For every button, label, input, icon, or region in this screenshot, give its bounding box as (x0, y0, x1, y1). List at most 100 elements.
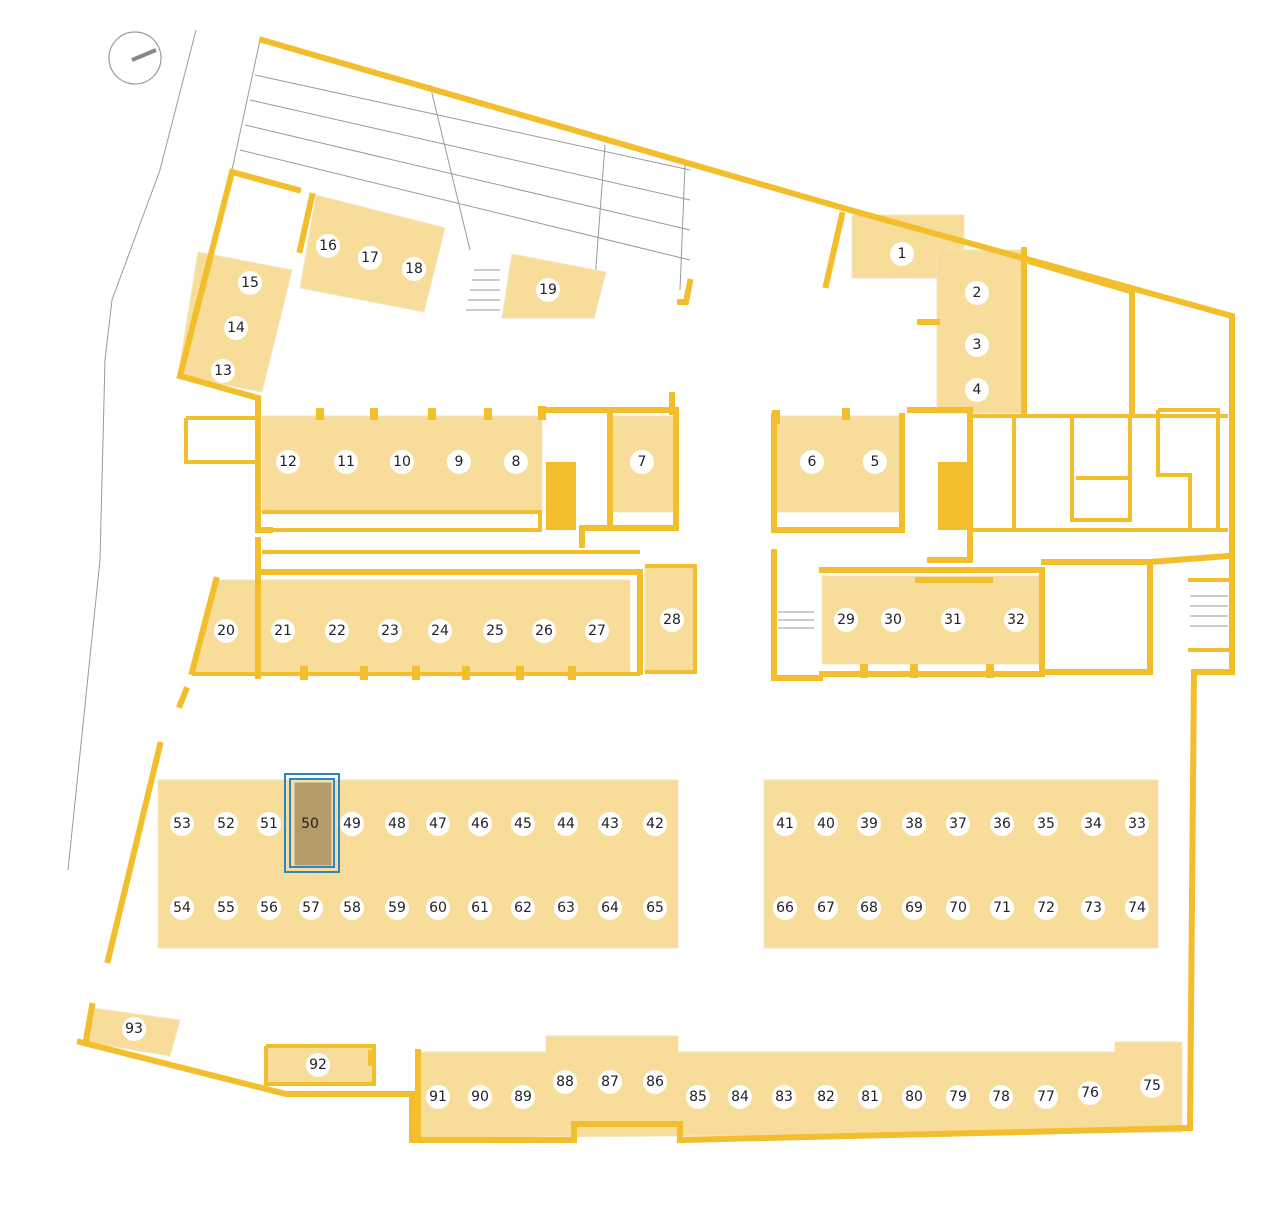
parking-space-90[interactable]: 90 (468, 1085, 492, 1109)
parking-space-59[interactable]: 59 (385, 896, 409, 920)
parking-space-48[interactable]: 48 (385, 812, 409, 836)
parking-space-2[interactable]: 2 (965, 281, 989, 305)
parking-space-64[interactable]: 64 (598, 896, 622, 920)
parking-space-77[interactable]: 77 (1034, 1085, 1058, 1109)
parking-space-9[interactable]: 9 (447, 450, 471, 474)
parking-space-92[interactable]: 92 (306, 1053, 330, 1077)
parking-space-26[interactable]: 26 (532, 619, 556, 643)
parking-space-16[interactable]: 16 (316, 234, 340, 258)
parking-space-86[interactable]: 86 (643, 1070, 667, 1094)
parking-space-49[interactable]: 49 (340, 812, 364, 836)
parking-space-78[interactable]: 78 (989, 1085, 1013, 1109)
parking-space-84[interactable]: 84 (728, 1085, 752, 1109)
parking-space-28[interactable]: 28 (660, 608, 684, 632)
parking-space-29[interactable]: 29 (834, 608, 858, 632)
parking-space-66[interactable]: 66 (773, 896, 797, 920)
parking-space-73[interactable]: 73 (1081, 896, 1105, 920)
parking-space-87[interactable]: 87 (598, 1070, 622, 1094)
parking-space-4[interactable]: 4 (965, 378, 989, 402)
parking-space-51[interactable]: 51 (257, 812, 281, 836)
parking-space-75[interactable]: 75 (1140, 1074, 1164, 1098)
parking-space-25[interactable]: 25 (483, 619, 507, 643)
parking-space-6[interactable]: 6 (800, 450, 824, 474)
parking-space-72[interactable]: 72 (1034, 896, 1058, 920)
parking-space-18[interactable]: 18 (402, 257, 426, 281)
parking-space-10[interactable]: 10 (390, 450, 414, 474)
parking-space-11[interactable]: 11 (334, 450, 358, 474)
parking-space-40[interactable]: 40 (814, 812, 838, 836)
parking-space-7[interactable]: 7 (630, 450, 654, 474)
parking-space-83[interactable]: 83 (772, 1085, 796, 1109)
parking-space-27[interactable]: 27 (585, 619, 609, 643)
parking-space-71[interactable]: 71 (990, 896, 1014, 920)
parking-space-38[interactable]: 38 (902, 812, 926, 836)
parking-space-13[interactable]: 13 (211, 359, 235, 383)
parking-space-32[interactable]: 32 (1004, 608, 1028, 632)
parking-space-93[interactable]: 93 (122, 1017, 146, 1041)
parking-space-63[interactable]: 63 (554, 896, 578, 920)
parking-space-42[interactable]: 42 (643, 812, 667, 836)
parking-space-21[interactable]: 21 (271, 619, 295, 643)
parking-space-79[interactable]: 79 (946, 1085, 970, 1109)
parking-space-45[interactable]: 45 (511, 812, 535, 836)
parking-space-30[interactable]: 30 (881, 608, 905, 632)
parking-space-62[interactable]: 62 (511, 896, 535, 920)
parking-space-56[interactable]: 56 (257, 896, 281, 920)
parking-space-60[interactable]: 60 (426, 896, 450, 920)
parking-space-85[interactable]: 85 (686, 1085, 710, 1109)
parking-space-5[interactable]: 5 (863, 450, 887, 474)
parking-space-69[interactable]: 69 (902, 896, 926, 920)
space-number-disc (1004, 608, 1028, 632)
parking-space-20[interactable]: 20 (214, 619, 238, 643)
parking-space-82[interactable]: 82 (814, 1085, 838, 1109)
parking-space-41[interactable]: 41 (773, 812, 797, 836)
parking-space-43[interactable]: 43 (598, 812, 622, 836)
parking-space-76[interactable]: 76 (1078, 1081, 1102, 1105)
parking-space-14[interactable]: 14 (224, 316, 248, 340)
space-number: 10 (393, 454, 411, 470)
parking-space-31[interactable]: 31 (941, 608, 965, 632)
space-number: 45 (514, 816, 532, 832)
space-number-disc (1081, 896, 1105, 920)
parking-space-55[interactable]: 55 (214, 896, 238, 920)
parking-space-67[interactable]: 67 (814, 896, 838, 920)
parking-space-47[interactable]: 47 (426, 812, 450, 836)
parking-space-54[interactable]: 54 (170, 896, 194, 920)
parking-space-65[interactable]: 65 (643, 896, 667, 920)
parking-space-68[interactable]: 68 (857, 896, 881, 920)
parking-space-91[interactable]: 91 (426, 1085, 450, 1109)
parking-space-58[interactable]: 58 (340, 896, 364, 920)
parking-space-44[interactable]: 44 (554, 812, 578, 836)
parking-space-80[interactable]: 80 (902, 1085, 926, 1109)
parking-space-89[interactable]: 89 (511, 1085, 535, 1109)
parking-space-88[interactable]: 88 (553, 1070, 577, 1094)
parking-space-37[interactable]: 37 (946, 812, 970, 836)
parking-space-23[interactable]: 23 (378, 619, 402, 643)
parking-space-12[interactable]: 12 (276, 450, 300, 474)
parking-space-57[interactable]: 57 (299, 896, 323, 920)
parking-space-34[interactable]: 34 (1081, 812, 1105, 836)
parking-space-61[interactable]: 61 (468, 896, 492, 920)
parking-space-39[interactable]: 39 (857, 812, 881, 836)
parking-space-70[interactable]: 70 (946, 896, 970, 920)
parking-space-15[interactable]: 15 (238, 271, 262, 295)
parking-space-35[interactable]: 35 (1034, 812, 1058, 836)
space-number-disc (814, 1085, 838, 1109)
parking-space-3[interactable]: 3 (965, 333, 989, 357)
space-number-disc (257, 812, 281, 836)
parking-space-74[interactable]: 74 (1125, 896, 1149, 920)
parking-space-19[interactable]: 19 (536, 278, 560, 302)
parking-space-22[interactable]: 22 (325, 619, 349, 643)
parking-space-8[interactable]: 8 (504, 450, 528, 474)
parking-space-1[interactable]: 1 (890, 242, 914, 266)
parking-space-33[interactable]: 33 (1125, 812, 1149, 836)
parking-space-52[interactable]: 52 (214, 812, 238, 836)
parking-space-50[interactable]: 50 (301, 816, 319, 832)
parking-space-81[interactable]: 81 (858, 1085, 882, 1109)
parking-space-17[interactable]: 17 (358, 246, 382, 270)
parking-space-53[interactable]: 53 (170, 812, 194, 836)
parking-space-24[interactable]: 24 (428, 619, 452, 643)
parking-space-36[interactable]: 36 (990, 812, 1014, 836)
parking-space-46[interactable]: 46 (468, 812, 492, 836)
